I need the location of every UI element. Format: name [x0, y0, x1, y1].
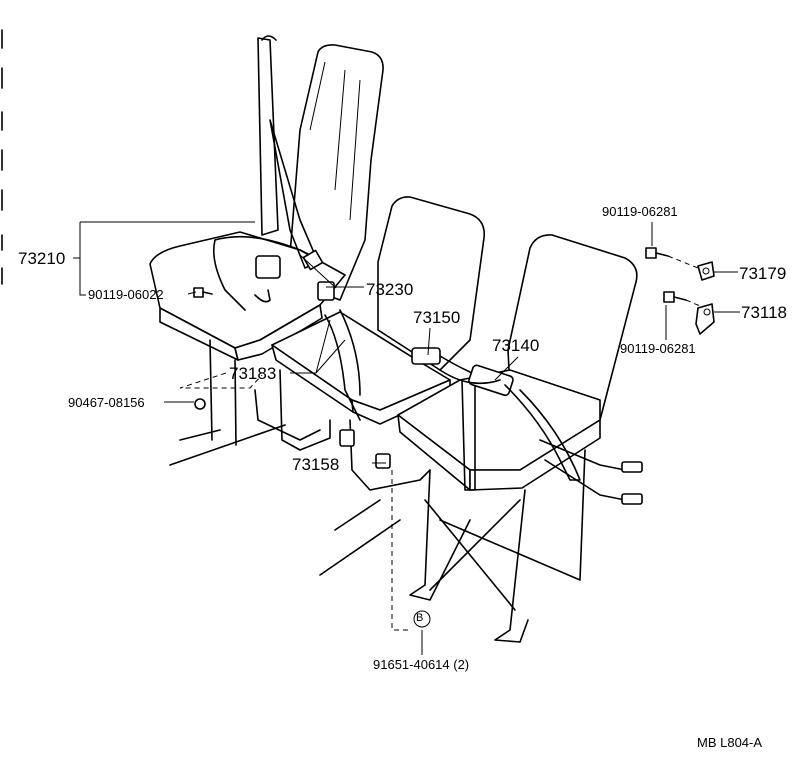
part-label-73158: 73158: [292, 455, 340, 474]
part-label-73118: 73118: [741, 303, 788, 322]
part-label-73179: 73179: [739, 264, 787, 283]
bracket-icon: [697, 261, 715, 281]
bolt-icon: [663, 291, 687, 303]
part-label-90467-08156: 90467-08156: [68, 395, 145, 410]
part-label-73230: 73230: [366, 280, 414, 299]
right-seat: [397, 234, 643, 643]
middle-seat: [271, 196, 486, 576]
part-label-90119-06022: 90119-06022: [88, 287, 164, 302]
bolt-icon: [645, 247, 669, 259]
b-symbol-letter: B: [416, 612, 424, 624]
left-seat: [149, 35, 384, 466]
part-label-90119-06281-top: 90119-06281: [602, 204, 678, 219]
part-label-73140: 73140: [492, 336, 540, 355]
leader-lines: [73, 221, 740, 655]
part-label-73210: 73210: [18, 249, 66, 268]
part-label-91651-40614: 91651-40614 (2): [373, 657, 470, 672]
bolt-icon: [194, 398, 206, 410]
b-symbol-circle: [413, 610, 431, 628]
bracket-icon: [695, 303, 715, 335]
part-label-73150: 73150: [413, 308, 461, 327]
part-label-73183: 73183: [229, 364, 277, 383]
part-label-90119-06281-bottom: 90119-06281: [620, 341, 696, 356]
diagram-code: MB L804-A: [697, 735, 763, 750]
